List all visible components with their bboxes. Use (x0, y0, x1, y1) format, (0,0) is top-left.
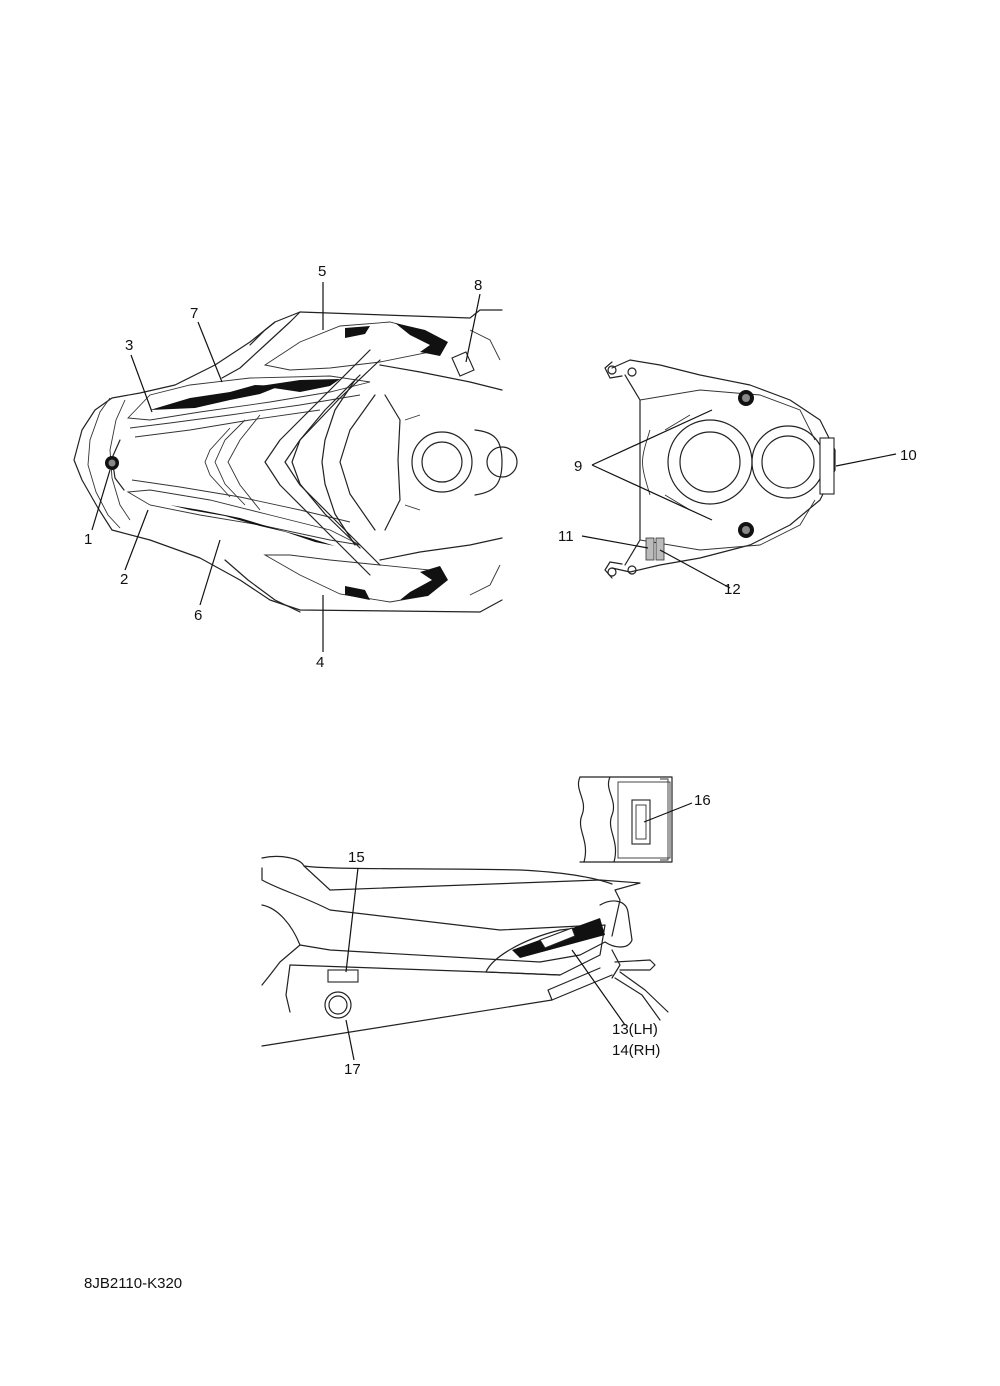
label-12-marker (655, 537, 665, 561)
drawing-code: 8JB2110-K320 (84, 1275, 183, 1292)
callout-10: 10 (900, 447, 917, 464)
hull-plate-inset (578, 776, 693, 863)
callout-15: 15 (348, 849, 365, 866)
callout-16: 16 (694, 792, 711, 809)
callout-5: 5 (318, 263, 326, 280)
callout-7: 7 (190, 305, 198, 322)
label-15-marker (327, 969, 359, 983)
callout-2: 2 (120, 571, 128, 588)
callout-12: 12 (724, 581, 741, 598)
callout-9: 9 (574, 458, 582, 475)
rear-deck-view (581, 359, 897, 589)
callout-1: 1 (84, 531, 92, 548)
label-11-marker (645, 537, 655, 561)
callout-4: 4 (316, 654, 324, 671)
callout-8: 8 (474, 277, 482, 294)
callout-13-lh: 13(LH) (612, 1021, 658, 1038)
label-8-marker (451, 351, 475, 377)
callout-11: 11 (558, 528, 574, 545)
label-16-marker (631, 799, 651, 845)
label-10-marker (819, 437, 835, 495)
callout-17: 17 (344, 1061, 361, 1078)
callout-14-rh: 14(RH) (612, 1042, 660, 1059)
callout-3: 3 (125, 337, 133, 354)
hull-side-view (261, 855, 669, 1061)
callout-6: 6 (194, 607, 202, 624)
hull-top-view (73, 282, 518, 652)
